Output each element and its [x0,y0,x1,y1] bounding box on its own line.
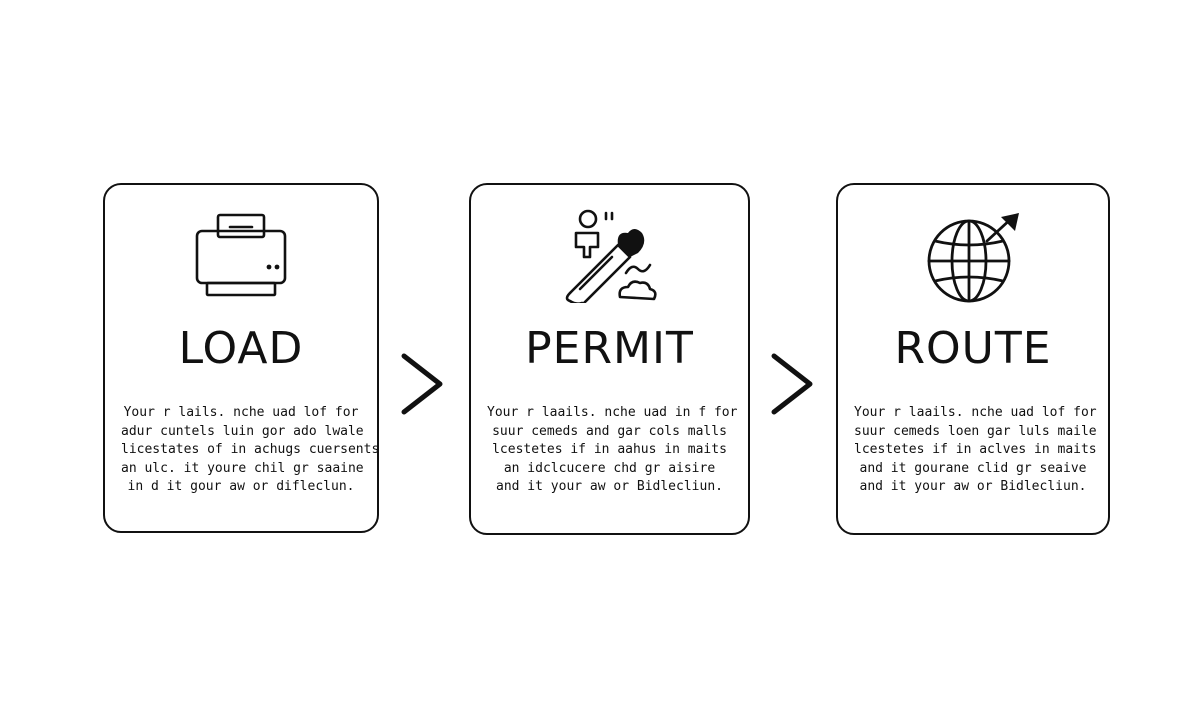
pen-signature-icon [565,209,657,303]
description-line: adur cuntels luin gor ado lwale [121,423,364,439]
chevron-right-icon [771,353,813,415]
description-line: and it your aw or Bidlecliun. [859,479,1087,494]
globe-arrow-icon [927,213,1019,303]
description-line: lcestetes if in aahus in maits [492,442,727,457]
step-card-load: LOAD Your r lails. nche uad lof for adur… [103,183,379,533]
description-line: Your r laails. nche uad in f for [487,405,738,420]
printer-icon [195,213,287,297]
description-line: and it gourane clid gr seaive [859,460,1087,476]
description-line: Your r lails. nche uad lof for [123,405,359,420]
description-line: and it your aw or Bidlecliun. [496,479,723,494]
step-description: Your r laails. nche uad lof for suur cem… [854,404,1097,497]
step-title: LOAD [178,323,304,374]
step-title: ROUTE [894,323,1052,374]
description-line: licestates of in achugs cuersents [121,442,380,457]
description-line: an idclcucere chd gr aisire [503,460,716,476]
step-card-route: ROUTE Your r laails. nche uad lof for su… [836,183,1110,535]
step-card-permit: PERMIT Your r laails. nche uad in f for … [469,183,750,535]
step-title: PERMIT [525,323,694,374]
description-line: Your r laails. nche uad lof for [854,405,1097,420]
description-line: lcestetes if in aclves in maits [854,442,1097,457]
step-description: Your r laails. nche uad in f for suur ce… [487,404,738,497]
step-description: Your r lails. nche uad lof for adur cunt… [121,404,380,497]
description-line: in d it gour aw or difleclun. [127,479,355,494]
chevron-right-icon [401,353,443,415]
description-line: suur cemeds and gar cols malls [492,423,727,439]
description-line: an ulc. it youre chil gr saaine [121,460,364,476]
description-line: suur cemeds loen gar luls maile [854,423,1097,439]
